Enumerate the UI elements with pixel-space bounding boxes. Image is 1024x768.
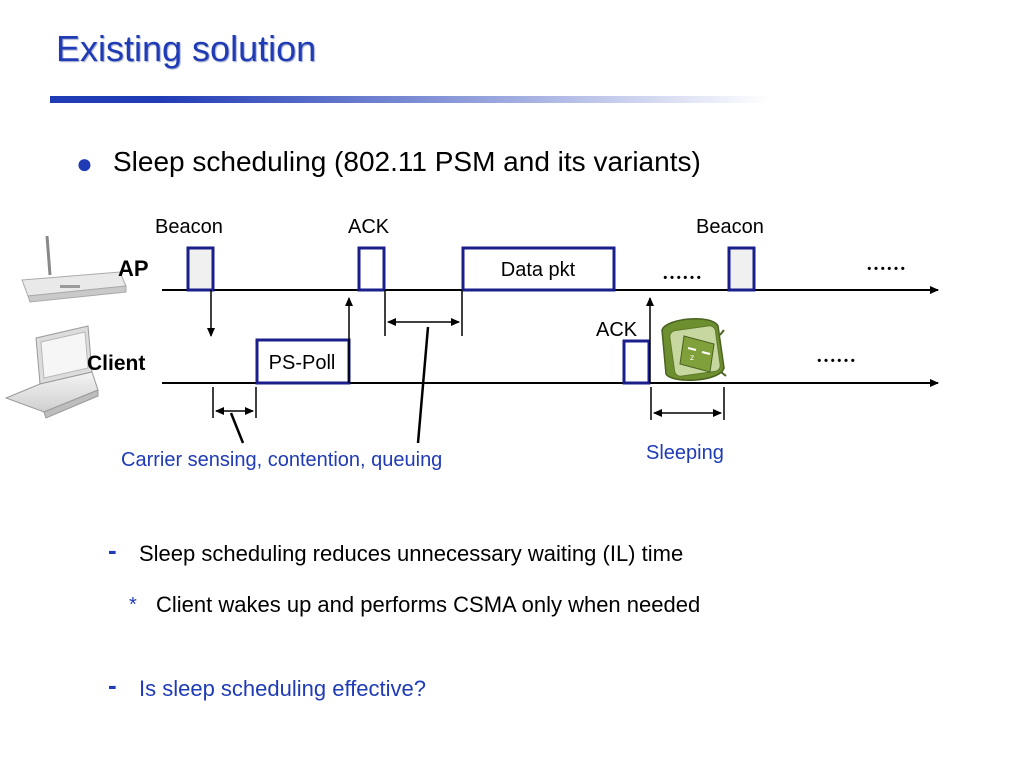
carrier-sensing-note: Carrier sensing, contention, queuing [121,449,442,471]
dash-bullet-1: - [108,535,117,565]
ap-ellipsis-1: …… [662,262,702,284]
laptop-icon [4,325,99,419]
client-ellipsis: …… [816,345,856,367]
carrier-pointer-right [416,326,430,444]
dash-bullet-2: - [108,670,117,700]
star-bullet: * [129,594,137,616]
data-pkt-frame [461,246,616,292]
carrier-pointer-left [229,412,245,444]
slide-title: Existing solution [56,28,317,69]
ack-frame-2 [622,339,651,385]
ps-poll-frame [255,338,351,385]
point-1-text: Sleep scheduling reduces unnecessary wai… [139,541,684,566]
ack-label-2: ACK [596,319,638,341]
beacon-label-1: Beacon [155,216,223,238]
sleeping-note: Sleeping [646,442,724,464]
point-1-sub-text: Client wakes up and performs CSMA only w… [156,592,701,617]
ap-label: AP [118,256,149,281]
beacon-frame-2 [727,246,756,292]
ps-poll-label: PS-Poll [269,352,336,374]
data-pkt-label: Data pkt [501,259,576,281]
beacon-frame-1 [186,246,215,292]
router-icon [21,235,127,303]
point-2-text: Is sleep scheduling effective? [139,676,426,701]
sleeping-android-icon: z [661,318,727,381]
ack-label-1: ACK [348,216,390,238]
ack-frame-1 [357,246,386,292]
title-underline [50,96,770,103]
main-bullet-text: Sleep scheduling (802.11 PSM and its var… [113,146,701,177]
beacon-label-2: Beacon [696,216,764,238]
svg-text:z: z [690,353,694,362]
ap-ellipsis-2: …… [866,253,906,275]
bullet-dot: ● [76,148,93,179]
client-label: Client [87,352,145,375]
